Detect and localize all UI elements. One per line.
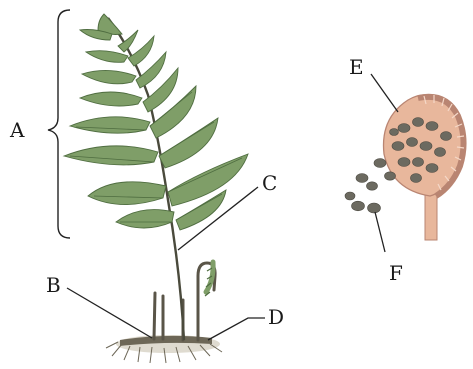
leader-e	[371, 74, 398, 112]
young-stalks	[154, 293, 183, 340]
leader-f	[375, 212, 385, 252]
leader-lines	[67, 74, 398, 340]
sporangium-stalk	[425, 190, 437, 240]
frond-blade	[64, 14, 248, 230]
leader-b	[67, 288, 152, 338]
fern-plant	[48, 10, 248, 363]
fiddlehead	[198, 262, 215, 340]
bracket-a	[48, 10, 70, 238]
label-f: F	[389, 261, 403, 285]
label-d: D	[268, 305, 284, 329]
leader-d	[208, 318, 265, 340]
stipe	[108, 18, 184, 340]
label-e: E	[349, 55, 364, 79]
sporangium-group	[345, 95, 464, 240]
label-c: C	[262, 171, 277, 195]
label-a: A	[9, 118, 25, 142]
label-b: B	[46, 273, 61, 297]
